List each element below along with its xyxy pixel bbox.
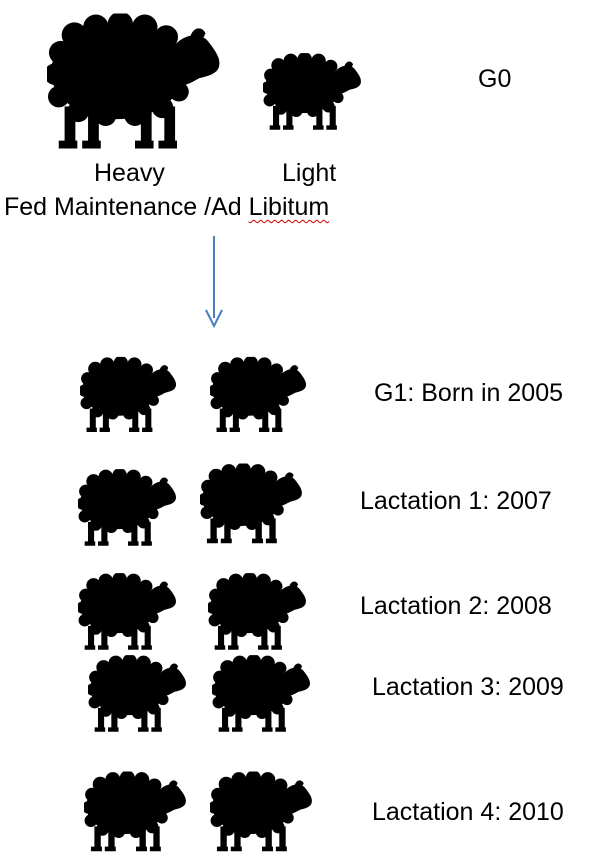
treatment-prefix: Fed Maintenance /Ad (4, 193, 249, 221)
lactation-4-label: Lactation 4: 2010 (372, 798, 564, 826)
heavy-label: Heavy (94, 159, 165, 187)
g1-sheep-right-icon (210, 356, 308, 434)
lactation-4-sheep-right-icon (210, 770, 314, 854)
lactation-3-label: Lactation 3: 2009 (372, 673, 564, 701)
light-label: Light (282, 159, 337, 187)
lactation-3-sheep-right-icon (212, 654, 312, 734)
lactation-2-sheep-left-icon (78, 572, 178, 652)
lactation-1-sheep-right-icon (200, 462, 304, 546)
g1-sheep-left-icon (80, 356, 178, 434)
treatment-suffix: Libitum (248, 193, 330, 221)
lactation-4-sheep-left-icon (84, 770, 188, 854)
lactation-2-sheep-right-icon (208, 572, 308, 652)
generation-1-label: G1: Born in 2005 (374, 379, 564, 407)
treatment-label: Fed Maintenance /Ad Libitum (4, 192, 329, 222)
lactation-1-sheep-left-icon (78, 468, 178, 548)
generation-0-label: G0 (478, 65, 512, 93)
lactation-3-sheep-left-icon (88, 654, 188, 734)
lactation-2-label: Lactation 2: 2008 (360, 592, 552, 620)
lactation-1-label: Lactation 1: 2007 (360, 487, 552, 515)
